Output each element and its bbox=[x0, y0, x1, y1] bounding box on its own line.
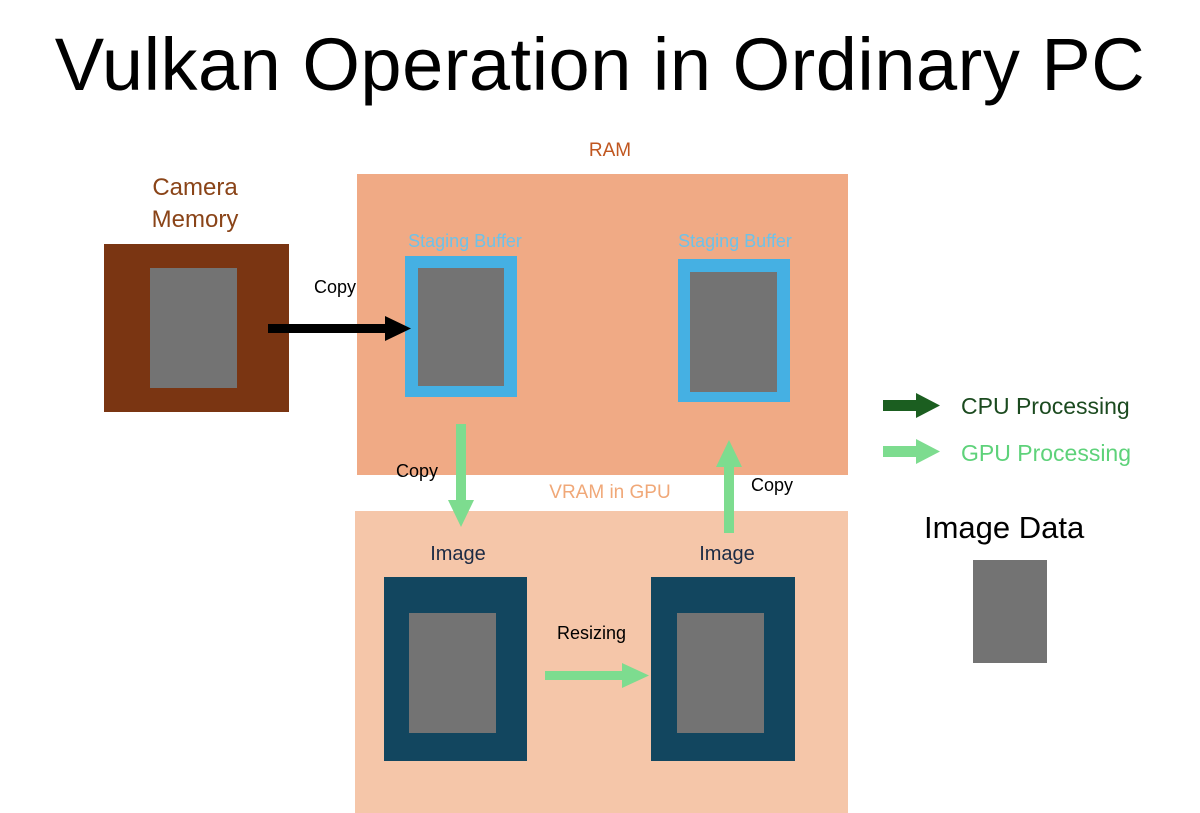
copy-label-camera: Copy bbox=[314, 277, 357, 297]
legend-cpu-label: CPU Processing bbox=[961, 393, 1130, 419]
staging-buffer-1-image-data bbox=[418, 268, 504, 386]
image-to-staging-arrow bbox=[716, 440, 742, 533]
staging-buffer-1-label: Staging Buffer bbox=[408, 231, 522, 251]
staging-buffer-2-label: Staging Buffer bbox=[678, 231, 792, 251]
legend-image-data-swatch bbox=[973, 560, 1047, 663]
camera-to-staging-arrow bbox=[268, 316, 411, 341]
cpu-legend-arrow-icon bbox=[883, 393, 940, 418]
legend-image-data-label: Image Data bbox=[924, 510, 1085, 545]
camera-image-data bbox=[150, 268, 237, 388]
image-2-label: Image bbox=[699, 543, 755, 565]
camera-memory-label-line2: Memory bbox=[151, 206, 239, 233]
staging-buffer-2-image-data bbox=[690, 272, 777, 392]
camera-memory-label-line1: Camera bbox=[152, 174, 238, 201]
page-title: Vulkan Operation in Ordinary PC bbox=[54, 23, 1146, 106]
resizing-arrow bbox=[545, 663, 649, 688]
ram-label: RAM bbox=[588, 140, 632, 161]
gpu-image-1-data bbox=[409, 613, 496, 733]
gpu-legend-arrow-icon bbox=[883, 439, 940, 464]
vram-label: VRAM in GPU bbox=[549, 482, 671, 503]
staging-to-image-arrow bbox=[448, 424, 474, 527]
copy-label-down: Copy bbox=[396, 461, 439, 481]
legend-gpu-label: GPU Processing bbox=[961, 440, 1132, 466]
copy-label-up: Copy bbox=[751, 475, 794, 495]
image-1-label: Image bbox=[430, 543, 486, 565]
gpu-image-2-data bbox=[677, 613, 764, 733]
resizing-label: Resizing bbox=[557, 623, 627, 643]
camera-memory-label: Camera Memory bbox=[110, 172, 280, 236]
